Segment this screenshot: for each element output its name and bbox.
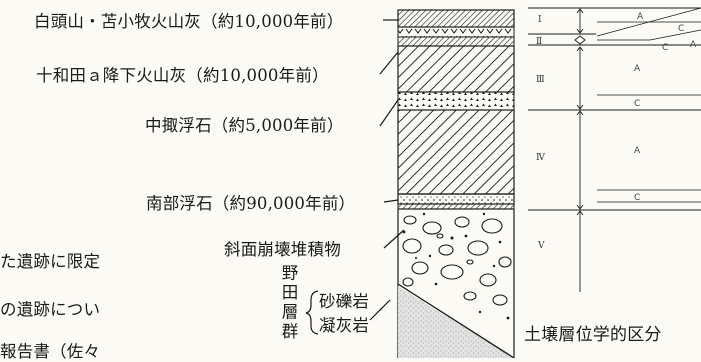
label-noda-group: 野田層群	[279, 264, 298, 342]
label-sandstone: 砂礫岩	[319, 292, 370, 311]
mark-a-3: A	[634, 64, 641, 74]
leader-lines	[305, 19, 405, 335]
label-shiragashira-tomakomai-ash: 白頭山・苫小牧火山灰（約10,000年前）	[34, 12, 344, 31]
label-chuseri-pumice: 中掫浮石（約5,000年前）	[145, 116, 344, 135]
soil-division-title: 土壌層位学的区分	[524, 325, 662, 345]
label-towada-a-ash: 十和田ａ降下火山灰（約10,000年前）	[36, 66, 329, 85]
mark-c-3: C	[634, 99, 640, 109]
body-text-line-2: の遺跡につい	[0, 300, 101, 319]
horizon-ii-label: Ⅱ	[536, 37, 542, 47]
mark-a-1: A	[637, 12, 644, 22]
horizon-v-label: Ⅴ	[537, 241, 545, 251]
label-nanbu-pumice: 南部浮石（約90,000年前）	[146, 194, 356, 213]
label-slope-collapse-deposit: 斜面崩壊堆積物	[224, 240, 341, 259]
mark-a-2: A	[690, 40, 697, 50]
mark-c-4: C	[634, 193, 640, 203]
body-text-line-1: た遺跡に限定	[0, 252, 101, 271]
strat-column	[397, 9, 515, 358]
horizon-i-label: Ⅰ	[538, 15, 542, 25]
horizon-iv-label: Ⅳ	[536, 153, 546, 163]
mark-a-4: A	[634, 146, 641, 156]
mark-c-1: C	[678, 24, 684, 34]
soil-horizon-labels: Ⅰ Ⅱ Ⅲ Ⅳ Ⅴ A C A C A C A C	[536, 12, 697, 251]
mark-c-2: C	[662, 43, 668, 53]
horizon-iii-label: Ⅲ	[536, 75, 545, 85]
body-text-line-3: 報告書（佐々	[0, 342, 101, 361]
soil-horizon-diagram	[528, 7, 701, 292]
label-tuff: 凝灰岩	[319, 316, 370, 335]
